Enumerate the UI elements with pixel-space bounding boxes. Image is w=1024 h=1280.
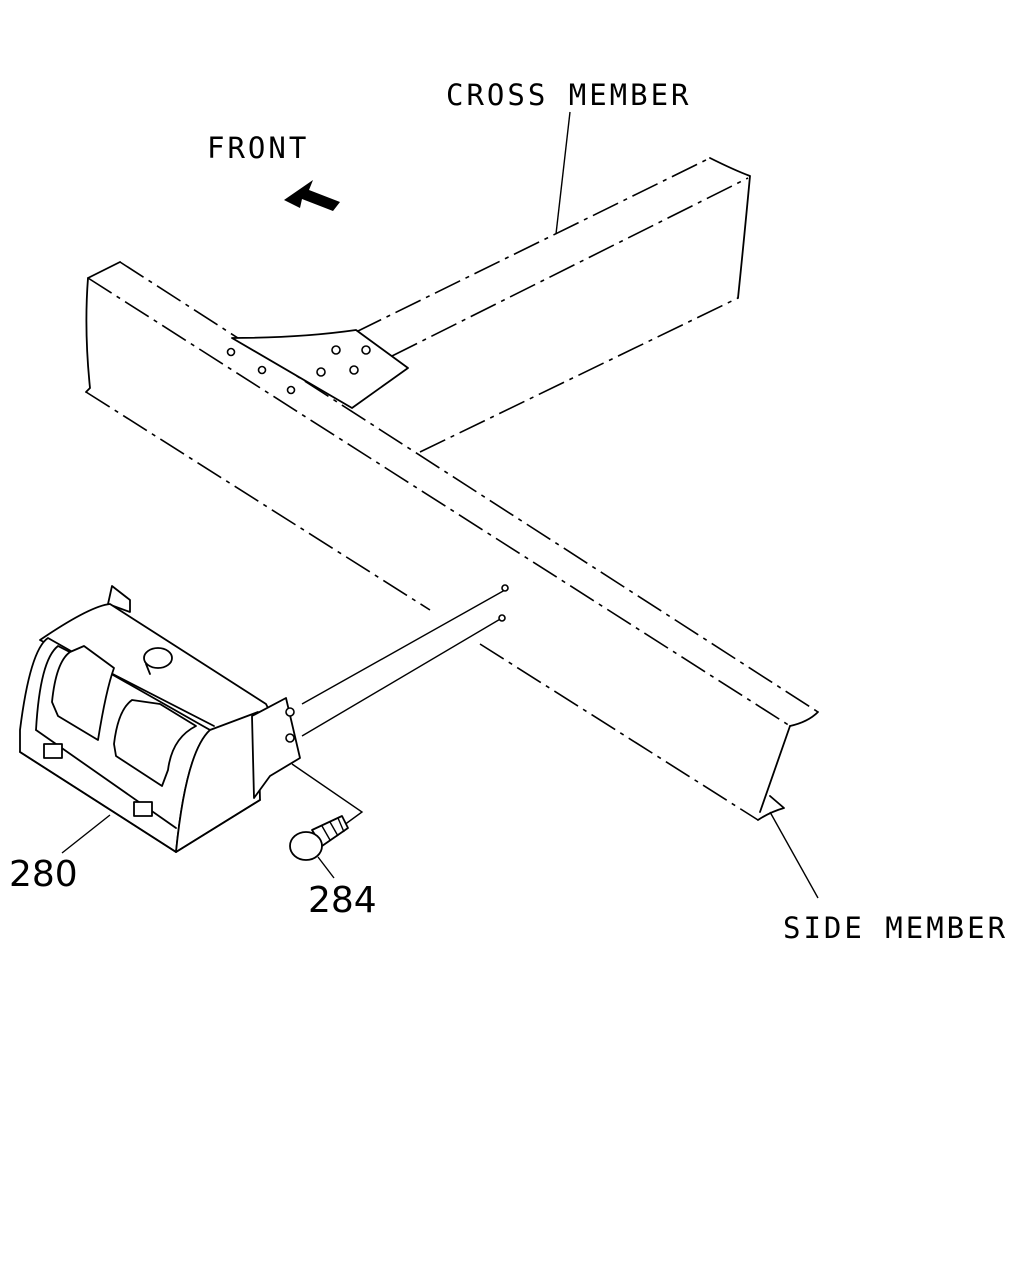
- part-280-bracket: [19, 585, 301, 853]
- part-284-leader: [317, 856, 335, 879]
- side-member-leader: [769, 811, 819, 899]
- part-number-284: 284: [308, 880, 377, 921]
- cross-member-label: CROSS MEMBER: [446, 78, 692, 112]
- part-number-280: 280: [9, 854, 78, 895]
- side-member: [85, 261, 819, 821]
- cross-member-leader: [555, 111, 571, 235]
- side-member-label: SIDE MEMBER: [783, 911, 1008, 945]
- part-284-bolt: [289, 815, 349, 861]
- front-arrow-icon: [284, 180, 340, 211]
- assembly-lines: [291, 584, 509, 829]
- cross-member: [226, 157, 751, 453]
- leader-lines: [61, 111, 819, 899]
- part-280-leader: [61, 814, 111, 854]
- front-label: FRONT: [207, 131, 309, 165]
